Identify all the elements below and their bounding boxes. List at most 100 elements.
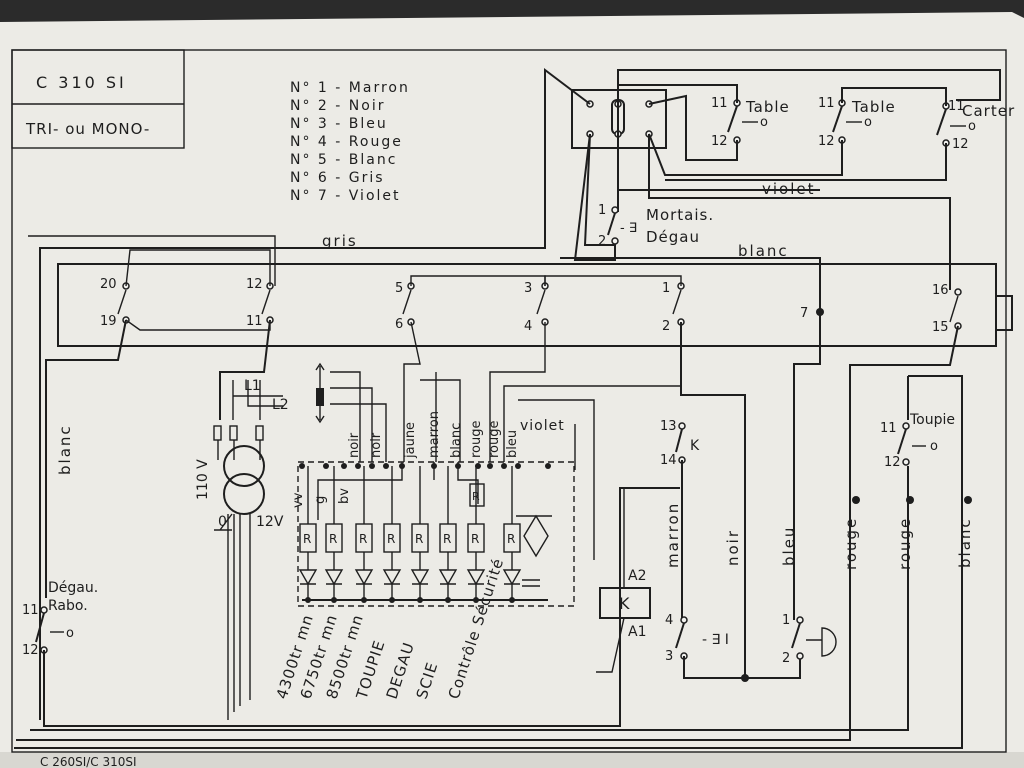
legend-item: N° 1 - Marron (290, 80, 410, 96)
svg-text:Mortais.: Mortais. (646, 206, 714, 224)
svg-text:12: 12 (818, 134, 835, 149)
footer-ref: C 260SI/C 310SI (40, 755, 137, 768)
svg-text:12: 12 (246, 277, 263, 292)
svg-text:jaune: jaune (403, 422, 418, 459)
svg-text:3: 3 (524, 281, 532, 296)
board-terminal (501, 463, 507, 469)
board-terminal (399, 463, 405, 469)
svg-text:1: 1 (782, 613, 790, 628)
board-terminal (455, 463, 461, 469)
svg-text:12: 12 (711, 134, 728, 149)
svg-text:11: 11 (246, 314, 263, 329)
resistor-label: R (415, 532, 423, 546)
svg-text:1: 1 (598, 203, 606, 218)
svg-text:5: 5 (395, 281, 403, 296)
svg-text:marron: marron (427, 411, 442, 458)
svg-text:11: 11 (948, 99, 965, 114)
resistor-label: R (359, 532, 367, 546)
svg-text:19: 19 (100, 314, 117, 329)
transformer: L1 L2 110 V 0 12V (195, 319, 289, 720)
legend-item: N° 5 - Blanc (290, 152, 397, 168)
svg-text:g: g (313, 496, 328, 504)
svg-text:11: 11 (818, 96, 835, 111)
resistor-label: R (471, 532, 479, 546)
svg-text:16: 16 (932, 283, 949, 298)
terminal-strip: 20 19 12 11 5 6 3 4 1 2 7 16 15 (28, 235, 1013, 347)
svg-text:7: 7 (800, 306, 808, 321)
svg-text:rouge: rouge (896, 517, 914, 570)
resistor-label: R (507, 532, 515, 546)
svg-text:o: o (760, 115, 768, 130)
legend-item: N° 6 - Gris (290, 170, 385, 186)
svg-text:13: 13 (660, 419, 677, 434)
svg-text:A2: A2 (628, 568, 646, 584)
outer-frame (11, 49, 1007, 753)
svg-text:o: o (930, 439, 938, 454)
switch-mortais-degau: 1 2 - ∃ Mortais. Dégau (598, 203, 714, 249)
svg-text:noir: noir (724, 529, 742, 566)
svg-text:L1: L1 (244, 378, 261, 394)
svg-text:blanc: blanc (449, 423, 464, 458)
model-name: C 310 SI (36, 73, 127, 92)
board-terminal (545, 463, 551, 469)
svg-text:vv: vv (291, 492, 306, 508)
svg-text:Rabo.: Rabo. (48, 598, 88, 614)
svg-text:o: o (864, 115, 872, 130)
svg-text:o: o (66, 626, 74, 641)
svg-text:bleu: bleu (780, 526, 798, 566)
svg-text:4: 4 (524, 319, 532, 334)
svg-text:- ∃: - ∃ (620, 221, 637, 236)
svg-text:11: 11 (22, 603, 39, 618)
right-circuits: bleu 1 2 11 12 o Toupie rouge rouge blan… (14, 312, 974, 749)
svg-text:K: K (690, 438, 700, 454)
paper-sheet (0, 12, 1024, 768)
svg-text:6: 6 (395, 317, 403, 332)
svg-text:3: 3 (665, 649, 673, 664)
resistor-label: R (329, 532, 337, 546)
resistor-label: R (443, 532, 451, 546)
svg-text:12: 12 (952, 137, 969, 152)
legend-item: N° 3 - Bleu (290, 116, 388, 132)
board-terminal (383, 463, 389, 469)
svg-text:12: 12 (22, 643, 39, 658)
board-terminal (323, 463, 329, 469)
board-terminal (487, 463, 493, 469)
svg-text:2: 2 (598, 234, 606, 249)
resistor-label: R (387, 532, 395, 546)
svg-text:R: R (472, 490, 480, 503)
wire-label-gris: gris (322, 232, 358, 250)
svg-text:Dégau: Dégau (646, 228, 700, 246)
svg-text:4: 4 (665, 613, 673, 628)
relay-k: K A2 A1 13 14 K 4 3 - ∃ I marron noir (596, 322, 801, 682)
svg-text:rouge: rouge (469, 420, 484, 458)
svg-text:rouge: rouge (842, 517, 860, 570)
color-legend: N° 1 - Marron N° 2 - Noir N° 3 - Bleu N°… (290, 80, 410, 204)
svg-text:0: 0 (218, 514, 227, 530)
svg-text:12V: 12V (256, 514, 284, 530)
board-terminal (369, 463, 375, 469)
svg-text:Carter: Carter (962, 102, 1015, 120)
svg-text:o: o (968, 119, 976, 134)
svg-text:- ∃ I: - ∃ I (702, 632, 729, 648)
resistor-label: R (303, 532, 311, 546)
svg-text:K: K (619, 594, 630, 613)
svg-text:L2: L2 (272, 397, 289, 413)
svg-text:11: 11 (880, 421, 897, 436)
svg-text:1: 1 (662, 281, 670, 296)
board-terminal (299, 463, 305, 469)
svg-text:violet: violet (520, 418, 565, 434)
switch-table-2: 11 12 o Table (818, 96, 895, 149)
svg-text:Dégau.: Dégau. (48, 580, 98, 596)
svg-text:14: 14 (660, 453, 677, 468)
svg-text:noir: noir (369, 432, 384, 458)
svg-text:rouge: rouge (487, 420, 502, 458)
svg-text:Table: Table (745, 98, 790, 116)
svg-text:Toupie: Toupie (909, 412, 955, 428)
svg-text:2: 2 (782, 651, 790, 666)
svg-text:11: 11 (711, 96, 728, 111)
svg-text:20: 20 (100, 277, 117, 292)
board-terminal (341, 463, 347, 469)
svg-text:blanc: blanc (56, 424, 74, 475)
legend-item: N° 7 - Violet (290, 188, 401, 204)
